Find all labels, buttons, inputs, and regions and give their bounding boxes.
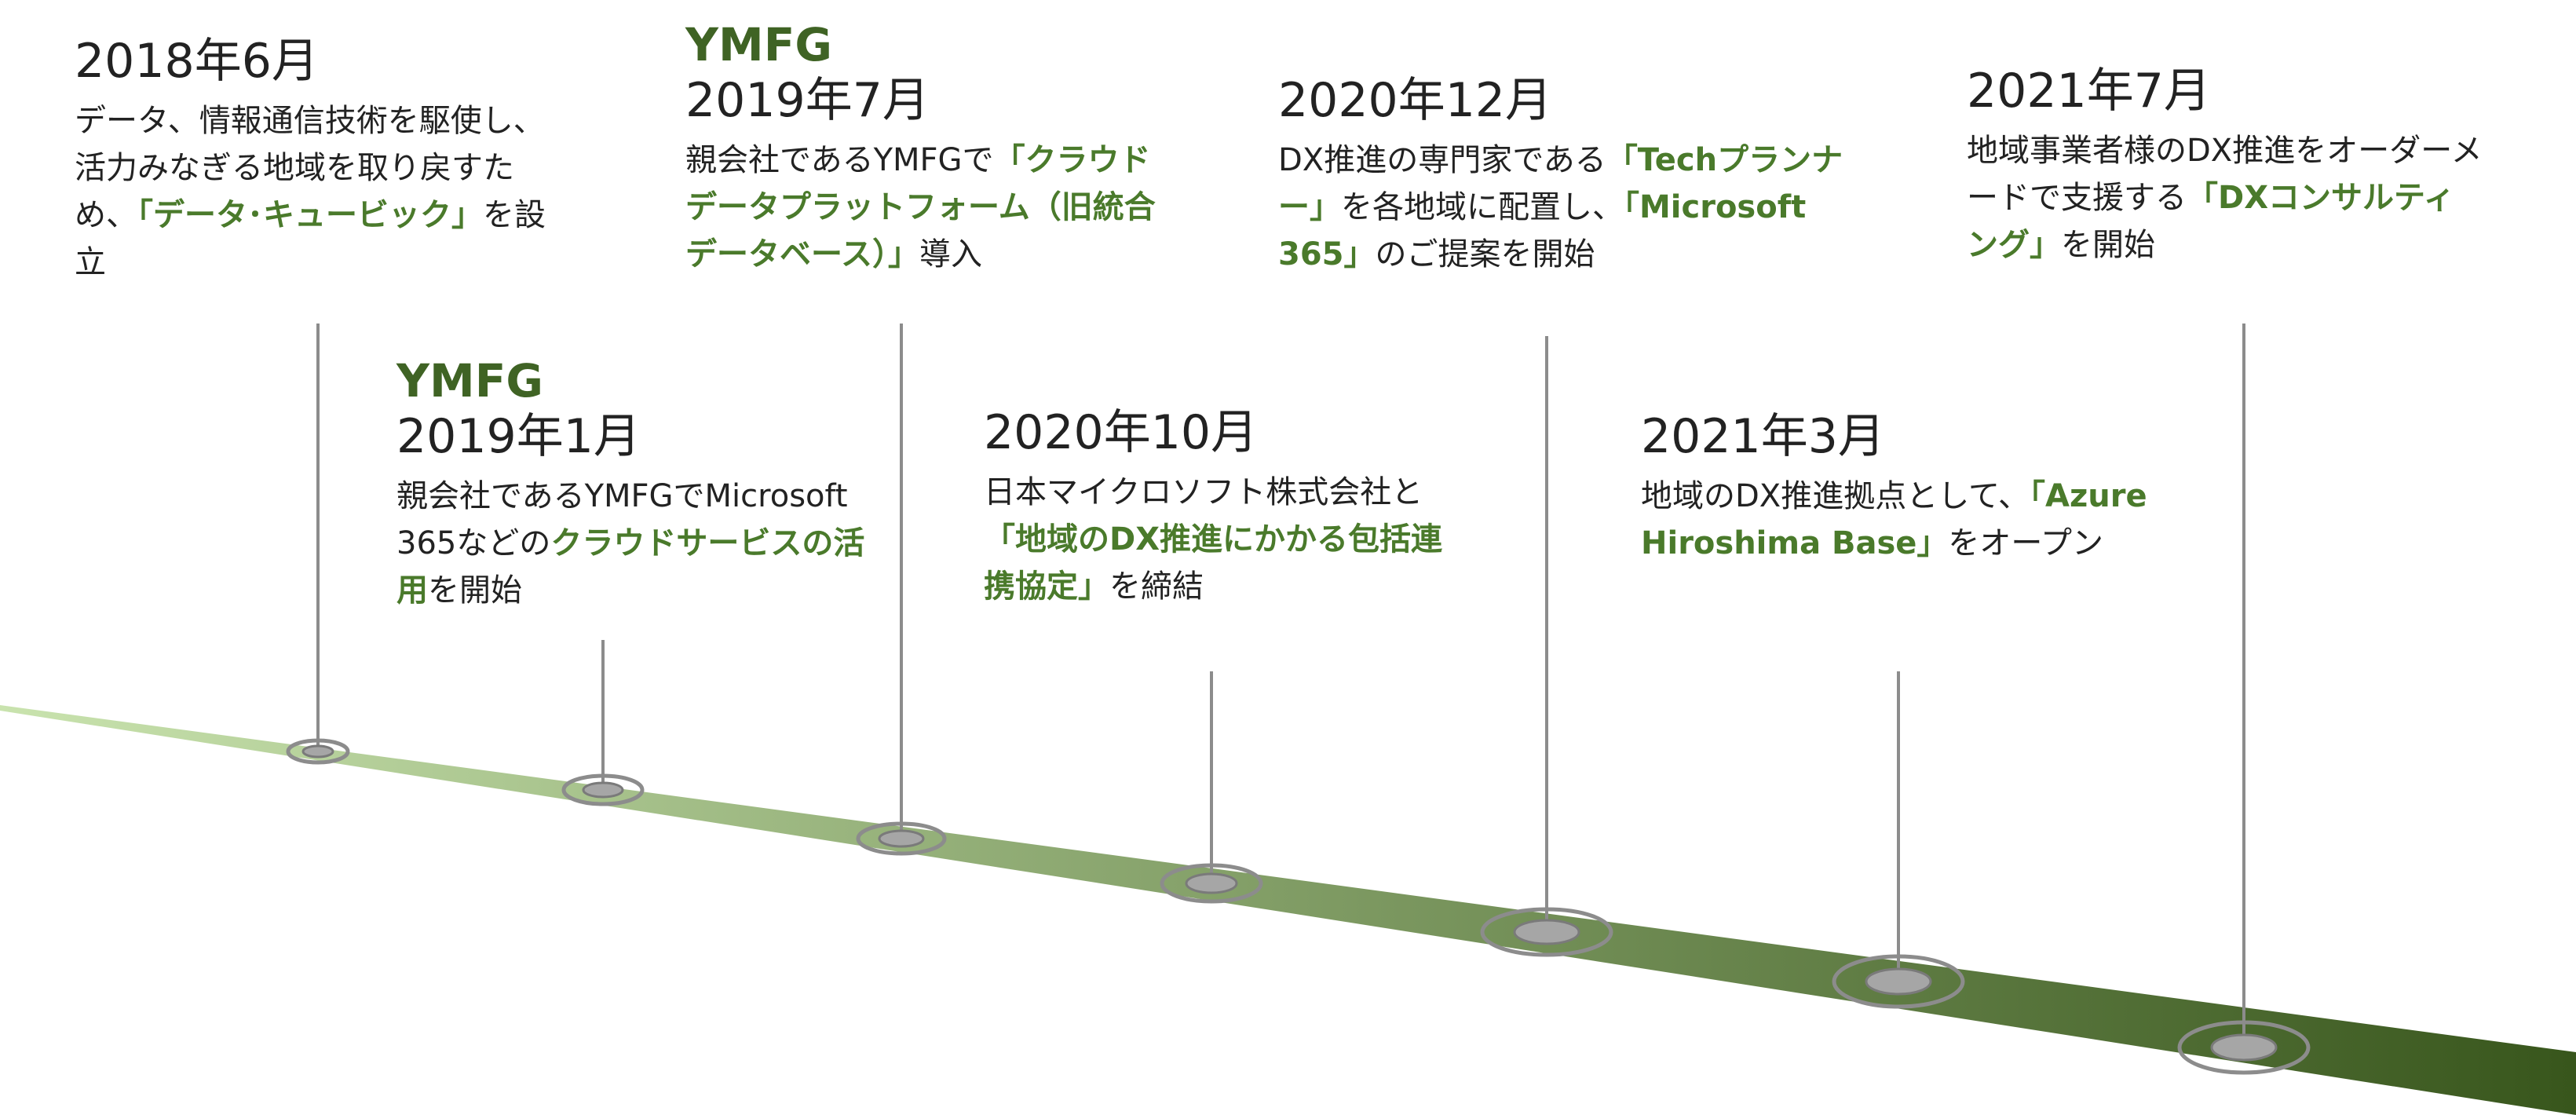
event-date: 2020年12月: [1278, 73, 1553, 128]
marker-ring: [1160, 863, 1263, 904]
timeline-event-2019-07: YMFG 2019年7月 親会社であるYMFGで「クラウドデータプラットフォーム…: [685, 17, 1172, 278]
event-desc-text: 地域のDX推進拠点として、: [1641, 478, 2030, 514]
event-desc-text: のご提案を開始: [1375, 236, 1595, 272]
event-org-label: YMFG: [396, 354, 543, 408]
event-date: 2019年7月: [685, 73, 930, 128]
event-desc-text: 親会社であるYMFGで: [685, 142, 994, 178]
marker-ring: [2177, 1020, 2311, 1075]
event-description: DX推進の専門家である「Techプランナー」を各地域に配置し、「Microsof…: [1278, 137, 1843, 278]
event-desc-highlight: 「DXコンサルティング」: [1967, 180, 2455, 263]
event-date: 2021年3月: [1641, 409, 1885, 464]
marker-ring: [286, 738, 350, 765]
event-desc-text: 導入: [919, 236, 982, 272]
marker-dot: [1865, 967, 1932, 996]
event-date: 2019年1月: [396, 409, 641, 464]
marker-ring: [561, 773, 645, 806]
event-desc-text: 日本マイクロソフト株式会社と: [984, 474, 1423, 510]
marker-dot: [878, 829, 925, 848]
timeline-event-2020-10: 2020年10月 日本マイクロソフト株式会社と「地域のDX推進にかかる包括連携協…: [984, 404, 1471, 610]
event-description: 日本マイクロソフト株式会社と「地域のDX推進にかかる包括連携協定」を締結: [984, 469, 1471, 610]
marker-ring: [1480, 907, 1613, 957]
event-desc-text: データ、情報通信技術を駆使し、活力みなぎる地域を取り戻すため、: [75, 103, 545, 233]
timeline-event-2021-07: 2021年7月 地域事業者様のDX推進をオーダーメードで支援する「DXコンサルテ…: [1967, 63, 2485, 269]
event-desc-highlight: 「地域のDX推進にかかる包括連携協定」: [984, 521, 1443, 605]
marker-dot: [301, 744, 334, 759]
event-desc-highlight: クラウドサービスの活用: [396, 525, 865, 609]
event-description: データ、情報通信技術を駆使し、活力みなぎる地域を取り戻すため、「データ･キュービ…: [75, 97, 554, 286]
event-description: 親会社であるYMFGでMicrosoft 365などのクラウドサービスの活用を開…: [396, 473, 868, 614]
event-desc-text: を開始: [428, 572, 522, 609]
event-desc-text: 親会社であるYMFGでMicrosoft 365などの: [396, 478, 848, 561]
event-date: 2021年7月: [1967, 64, 2211, 119]
marker-dot: [1185, 872, 1238, 894]
event-desc-highlight: 「クラウドデータプラットフォーム（旧統合データベース）」: [685, 142, 1156, 272]
event-desc-highlight: 「Microsoft 365」: [1278, 189, 1807, 272]
event-org-label: YMFG: [685, 18, 832, 71]
marker-ring: [1832, 954, 1965, 1009]
event-desc-text: をオープン: [1948, 525, 2104, 561]
event-description: 地域のDX推進拠点として、「Azure Hiroshima Base」をオープン: [1641, 473, 2175, 567]
event-desc-text: を各地域に配置し、: [1341, 189, 1624, 225]
event-date: 2018年6月: [75, 34, 319, 89]
event-desc-text: を開始: [2061, 227, 2155, 263]
timeline-band: [0, 705, 2576, 1115]
marker-dot: [1513, 919, 1580, 945]
timeline-event-2018-06: 2018年6月 データ、情報通信技術を駆使し、活力みなぎる地域を取り戻すため、「…: [75, 33, 554, 286]
event-desc-text: を締結: [1109, 568, 1204, 605]
event-description: 親会社であるYMFGで「クラウドデータプラットフォーム（旧統合データベース）」導…: [685, 137, 1172, 278]
timeline-event-2021-03: 2021年3月 地域のDX推進拠点として、「Azure Hiroshima Ba…: [1641, 408, 2175, 567]
timeline-event-2020-12: 2020年12月 DX推進の専門家である「Techプランナー」を各地域に配置し、…: [1278, 72, 1843, 278]
timeline-event-2019-01: YMFG 2019年1月 親会社であるYMFGでMicrosoft 365などの…: [396, 353, 868, 614]
event-desc-highlight: 「データ･キュービック」: [137, 197, 483, 233]
marker-dot: [2210, 1033, 2278, 1062]
event-description: 地域事業者様のDX推進をオーダーメードで支援する「DXコンサルティング」を開始: [1967, 127, 2485, 269]
event-desc-text: を設立: [75, 197, 546, 280]
event-desc-highlight: 「Techプランナー」: [1278, 142, 1843, 225]
event-desc-text: 地域事業者様のDX推進をオーダーメードで支援する: [1967, 133, 2483, 216]
event-desc-text: DX推進の専門家である: [1278, 142, 1606, 178]
marker-dot: [582, 781, 624, 799]
event-date: 2020年10月: [984, 405, 1259, 460]
marker-ring: [856, 821, 947, 856]
event-desc-highlight: 「Azure Hiroshima Base」: [1641, 478, 2147, 561]
